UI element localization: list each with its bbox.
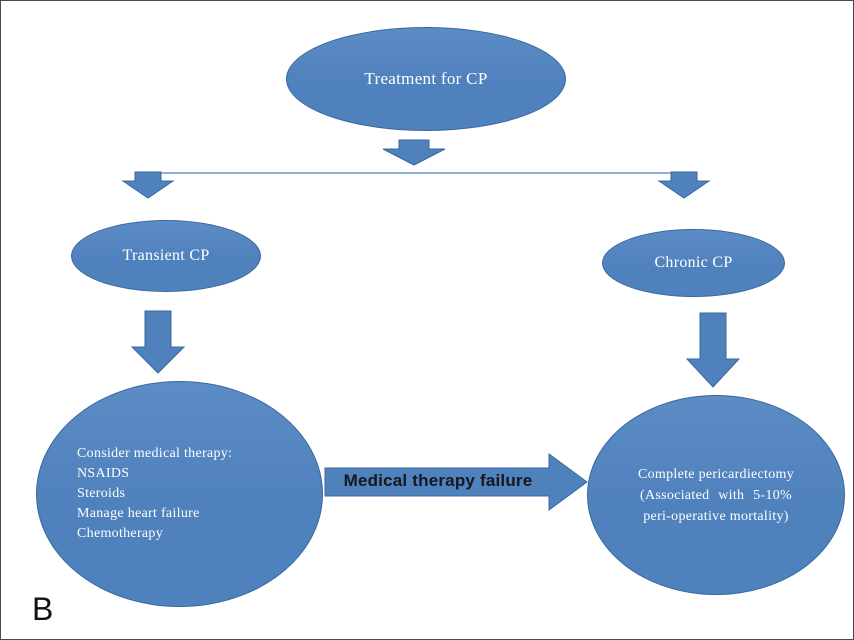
node-medical-therapy-text: Consider medical therapy: NSAIDS Steroid… [37, 444, 232, 544]
node-pericardiectomy-line: peri-operative mortality) [643, 508, 789, 524]
medical-therapy-failure-label: Medical therapy failure [343, 471, 533, 490]
arrow-chronic-down-icon [685, 312, 741, 388]
node-medical-therapy-line: NSAIDS [77, 466, 130, 481]
node-medical-therapy-line: Steroids [77, 486, 126, 501]
node-medical-therapy-line: Consider medical therapy: [77, 446, 233, 461]
node-chronic-cp-label: Chronic CP [654, 254, 733, 271]
arrow-branch-right-down-icon [657, 171, 711, 199]
node-transient-cp-label: Transient CP [122, 247, 210, 264]
figure-label: B [32, 591, 54, 627]
node-treatment-for-cp-label: Treatment for CP [364, 69, 488, 88]
node-medical-therapy: Consider medical therapy: NSAIDS Steroid… [36, 381, 323, 607]
arrow-root-down-icon [382, 139, 446, 166]
node-pericardiectomy-text: Complete pericardiectomy (Associated wit… [612, 464, 820, 527]
node-pericardiectomy-line: Complete pericardiectomy [637, 466, 795, 482]
arrow-transient-down-icon [130, 310, 186, 374]
node-medical-therapy-line: Chemotherapy [77, 526, 164, 541]
node-treatment-for-cp: Treatment for CP [286, 27, 566, 131]
node-pericardiectomy: Complete pericardiectomy (Associated wit… [587, 395, 845, 595]
node-pericardiectomy-line: (Associated with 5-10% [640, 487, 792, 503]
arrow-branch-left-down-icon [121, 171, 175, 199]
node-chronic-cp: Chronic CP [602, 229, 785, 297]
node-transient-cp: Transient CP [71, 220, 261, 292]
node-medical-therapy-line: Manage heart failure [77, 506, 200, 521]
